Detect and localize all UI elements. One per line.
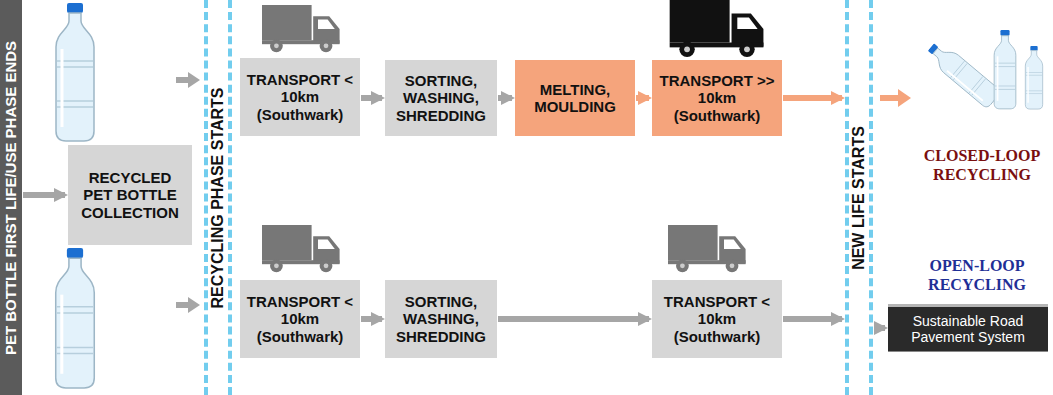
bottle-top (56, 3, 94, 141)
process-box: TRANSPORT >> 10km (Southwark) (652, 60, 782, 136)
box-text: TRANSPORT >> 10km (Southwark) (657, 72, 777, 124)
phase-band: PET BOTTLE FIRST LIFE/USE PHASE ENDS (0, 0, 22, 395)
truck-icon (262, 5, 340, 52)
recycled-bottles (923, 30, 1042, 109)
process-box: TRANSPORT < 10km (Southwark) (240, 280, 360, 358)
flow-arrow (361, 95, 382, 101)
outcome-box: Sustainable Road Pavement System (888, 304, 1048, 352)
bottle-bottom (56, 248, 95, 388)
flow-arrow (498, 95, 512, 101)
flow-arrow (874, 325, 885, 331)
process-box: TRANSPORT < 10km (Southwark) (240, 58, 360, 136)
band-text: NEW LIFE STARTS (850, 126, 868, 270)
flow-arrow (783, 316, 842, 322)
flow-arrow-orange (880, 89, 911, 107)
truck-icon (262, 225, 340, 272)
process-box: RECYCLED PET BOTTLE COLLECTION (68, 145, 192, 245)
phase-band: NEW LIFE STARTS (845, 0, 873, 395)
flow-arrow (783, 95, 842, 101)
process-box: SORTING, WASHING, SHREDDING (385, 60, 497, 136)
outcome-heading: CLOSED-LOOP RECYCLING (915, 146, 1049, 184)
box-text: TRANSPORT < 10km (Southwark) (657, 293, 777, 345)
box-text: MELTING, MOULDING (520, 81, 630, 116)
box-text: SORTING, WASHING, SHREDDING (390, 72, 492, 124)
truck-icon-large (670, 0, 764, 57)
process-box: SORTING, WASHING, SHREDDING (385, 280, 497, 358)
band-text: RECYCLING PHASE STARTS (209, 87, 227, 308)
flow-arrow (23, 192, 65, 198)
truck-icon (668, 225, 746, 272)
flow-arrow (498, 316, 649, 322)
outcome-heading: OPEN-LOOP RECYCLING (903, 256, 1051, 294)
box-text: RECYCLED PET BOTTLE COLLECTION (73, 169, 187, 221)
box-text: SORTING, WASHING, SHREDDING (390, 293, 492, 345)
process-box: TRANSPORT < 10km (Southwark) (652, 280, 782, 358)
box-text: Sustainable Road Pavement System (893, 313, 1043, 345)
flow-arrow (636, 95, 649, 101)
band-text: PET BOTTLE FIRST LIFE/USE PHASE ENDS (3, 40, 20, 354)
box-text: TRANSPORT < 10km (Southwark) (245, 293, 355, 345)
flow-arrow (361, 316, 382, 322)
process-box: MELTING, MOULDING (515, 60, 635, 136)
box-text: TRANSPORT < 10km (Southwark) (245, 71, 355, 123)
phase-band: RECYCLING PHASE STARTS (204, 0, 232, 395)
